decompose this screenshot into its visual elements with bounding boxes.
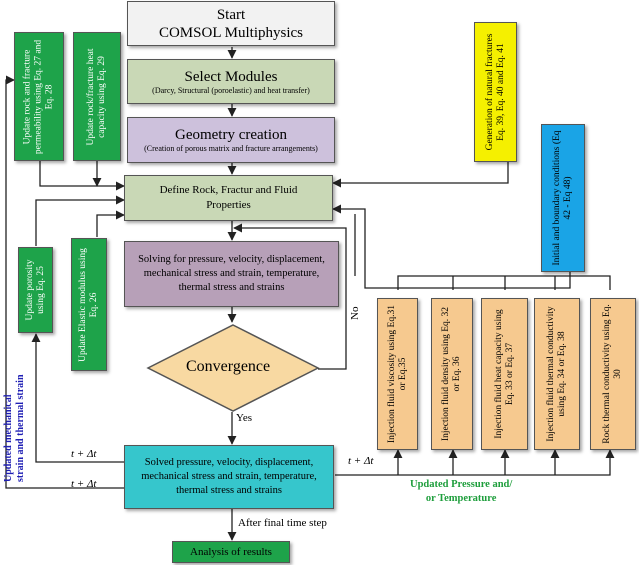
arrow-outer-loop: [5, 75, 124, 489]
updated-mechanical-line1: Updated mechanical: [3, 394, 14, 483]
solved-box: Solved pressure, velocity, displacement,…: [124, 445, 334, 509]
select-modules-box: Select Modules (Darcy, Structural (poroe…: [127, 59, 335, 104]
update-heat-capacity-text: Update rock/fracture heat capacity using…: [86, 47, 107, 146]
solved-text: Solved pressure, velocity, displacement,…: [141, 456, 317, 497]
update-porosity-text: Update porosity using Eq. 25: [24, 259, 46, 321]
define-properties-text: Define Rock, Fractur and Fluid Propertie…: [159, 184, 298, 211]
start-box: Start COMSOL Multiphysics: [127, 1, 335, 46]
updated-mechanical-label: Updated mechanical strain and thermal st…: [3, 375, 27, 483]
rock-thermal-conductivity-text: Rock thermal conductivity using Eq. 30: [602, 304, 623, 444]
arrow-inner-loop: [31, 333, 124, 463]
yes-label: Yes: [236, 412, 253, 424]
no-label: No: [349, 306, 361, 320]
time-step-label-1: t + Δt: [71, 448, 97, 460]
density-text: Injection fluid density using Eq. 32 or …: [441, 306, 462, 442]
updated-pressure-line2: or Temperature: [425, 492, 497, 504]
updated-pressure-line1: Updated Pressure and/: [410, 479, 513, 490]
fluid-heat-capacity-box: Injection fluid heat capacity using Eq. …: [481, 298, 528, 450]
arrow-no-loop: [233, 223, 347, 370]
natural-fractures-box: Generation of natural fractures Eq. 39, …: [474, 22, 517, 162]
viscosity-box: Injection fluid viscosity using Eq.31 or…: [377, 298, 418, 450]
time-step-label-2: t + Δt: [71, 478, 97, 490]
update-permeability-box: Update rock and fracture permeability us…: [14, 32, 64, 161]
time-step-label-3: t + Δt: [348, 455, 374, 467]
start-line2: COMSOL Multiphysics: [158, 24, 304, 41]
after-final-step-label: After final time step: [238, 517, 327, 529]
arrow-perm-to-define: [39, 161, 125, 191]
initial-boundary-box: Initial and boundary conditions (Eq 42 -…: [541, 124, 585, 272]
natural-fractures-text: Generation of natural fractures Eq. 39, …: [484, 33, 506, 151]
updated-pressure-label: Updated Pressure and/ or Temperature: [410, 478, 512, 505]
viscosity-text: Injection fluid viscosity using Eq.31 or…: [386, 305, 408, 444]
initial-boundary-text: Initial and boundary conditions (Eq 42 -…: [552, 130, 573, 266]
update-permeability-text: Update rock and fracture permeability us…: [22, 39, 55, 154]
define-properties-box: Define Rock, Fractur and Fluid Propertie…: [124, 175, 333, 221]
density-box: Injection fluid density using Eq. 32 or …: [431, 298, 473, 450]
geometry-sub: (Creation of porous matrix and fracture …: [144, 143, 318, 153]
fluid-thermal-conductivity-text: Injection fluid thermal conductivity usi…: [546, 306, 567, 442]
solving-box: Solving for pressure, velocity, displace…: [124, 241, 339, 307]
convergence-label: Convergence: [186, 358, 271, 375]
analysis-box: Analysis of results: [172, 541, 290, 563]
select-modules-sub: (Darcy, Structural (poroelastic) and hea…: [152, 85, 310, 95]
select-modules-title: Select Modules: [184, 68, 278, 85]
arrow-natural-to-define: [332, 162, 509, 188]
arrow-initial-to-define: [332, 204, 571, 289]
convergence-diamond: [146, 324, 320, 412]
arrow-porosity-elastic-to-define: [35, 195, 125, 246]
rock-thermal-conductivity-box: Rock thermal conductivity using Eq. 30: [590, 298, 636, 450]
update-elastic-box: Update Elastic modulus using Eq. 26: [71, 238, 107, 371]
arrow-solved-to-props: [335, 449, 615, 476]
update-heat-capacity-box: Update rock/fracture heat capacity using…: [73, 32, 121, 161]
start-line1: Start: [216, 6, 246, 23]
fluid-heat-capacity-text: Injection fluid heat capacity using Eq. …: [493, 309, 515, 439]
updated-mechanical-line2: strain and thermal strain: [15, 374, 26, 483]
analysis-text: Analysis of results: [190, 546, 272, 558]
geometry-box: Geometry creation (Creation of porous ma…: [127, 117, 335, 163]
update-elastic-text: Update Elastic modulus using Eq. 26: [78, 247, 99, 362]
solving-text: Solving for pressure, velocity, displace…: [138, 253, 325, 294]
fluid-thermal-conductivity-box: Injection fluid thermal conductivity usi…: [534, 298, 580, 450]
update-porosity-box: Update porosity using Eq. 25: [18, 247, 53, 333]
geometry-title: Geometry creation: [174, 126, 288, 143]
